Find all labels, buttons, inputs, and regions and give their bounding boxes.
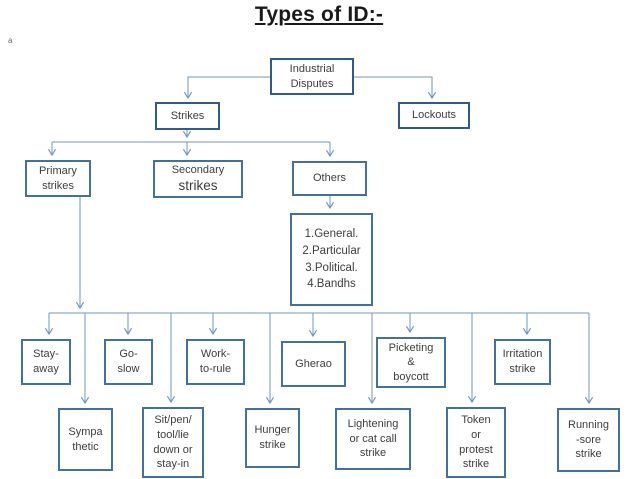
node-hunger-strike: Hunger strike [245,408,300,468]
node-work-to-rule: Work- to-rule [186,339,245,385]
node-sit-pen-tool-lie: Sit/pen/ tool/lie down or stay-in [142,407,204,478]
node-go-slow: Go- slow [104,339,153,385]
secondary-strikes-line2: strikes [178,178,218,194]
node-lightening-cat-call: Lightening or cat call strike [335,408,411,470]
node-secondary-strikes: Secondary strikes [153,160,243,198]
node-stay-away: Stay- away [21,339,71,385]
diagram-title: Types of ID:- [254,3,384,26]
node-others: Others [292,161,367,196]
node-irritation-strike: Irritation strike [494,339,551,385]
node-token-protest: Token or protest strike [446,407,506,478]
node-primary-strikes: Primary strikes [25,160,91,197]
margin-note: a [8,36,13,45]
node-others-types-list: 1.General. 2.Particular 3.Political. 4.B… [290,213,373,306]
node-picketing-boycott: Picketing & boycott [376,337,446,388]
secondary-strikes-line1: Secondary [171,163,225,176]
strikes-branch-connectors [47,130,335,158]
root-to-strikes-lockouts-connectors [183,76,437,100]
node-gherao: Gherao [281,341,346,387]
node-lockouts: Lockouts [398,102,470,129]
node-sympathetic: Sympa thetic [58,408,113,471]
node-strikes: Strikes [155,102,220,130]
node-running-sore: Running -sore strike [557,408,620,472]
bottom-distribution-connectors [44,197,594,405]
node-industrial-disputes: Industrial Disputes [270,58,354,95]
